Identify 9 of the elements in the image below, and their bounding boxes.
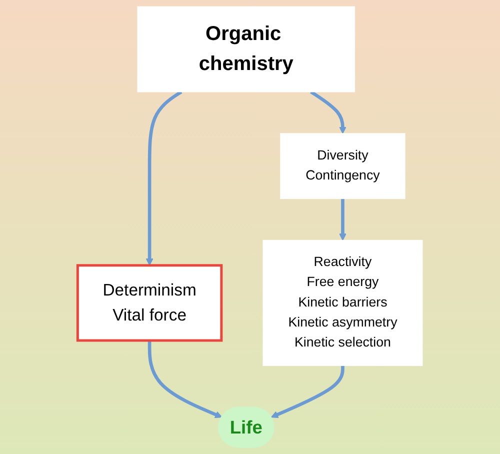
node-box: Reactivity Free energy Kinetic barriers Kinetic asymmetry Kinetic selection <box>262 240 423 366</box>
arrow <box>339 198 346 241</box>
arrow <box>310 90 346 134</box>
node-box: Determinism Vital force <box>76 264 223 342</box>
node-box: Organic chemistry <box>137 6 356 92</box>
node-box: Diversity Contingency <box>280 133 406 200</box>
arrow <box>146 90 182 266</box>
arrow <box>148 340 222 418</box>
arrow <box>270 366 344 418</box>
